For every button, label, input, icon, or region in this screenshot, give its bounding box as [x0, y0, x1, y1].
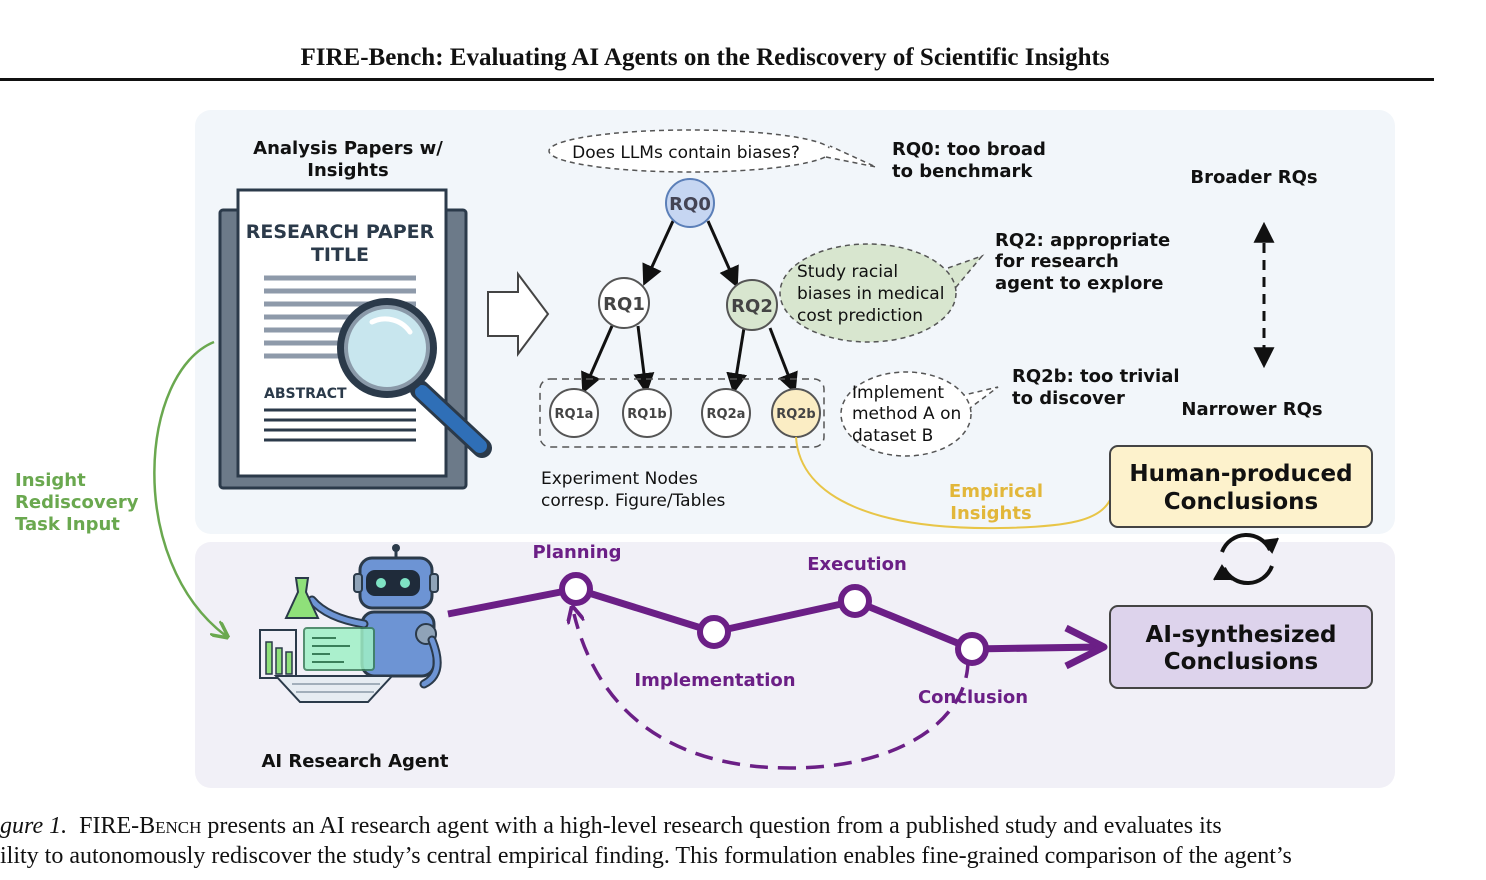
experiment-label-line1: Experiment Nodes [541, 469, 698, 489]
narrower-rqs-label: Narrower RQs [1181, 399, 1322, 420]
rq2-note-line1: RQ2: appropriate [995, 230, 1170, 251]
rq2b-label: RQ2b [776, 407, 815, 422]
ai-box-line2: Conclusions [1164, 649, 1318, 675]
pipeline-arrowhead [1064, 624, 1108, 670]
experiment-label-line2: corresp. Figure/Tables [541, 491, 726, 511]
rq2a-label: RQ2a [707, 407, 746, 422]
rq2-note-line3: agent to explore [995, 273, 1164, 294]
rq2-label: RQ2 [731, 296, 773, 317]
paper-title-line1: RESEARCH PAPER [246, 221, 435, 243]
rq0-note-line1: RQ0: too broad [892, 139, 1046, 160]
paper-title-line2: TITLE [311, 244, 369, 266]
rq2b-note-line1: RQ2b: too trivial [1012, 366, 1180, 387]
conclusion-node [955, 632, 989, 666]
robot-agent-illustration: AI Research Agent [259, 544, 449, 772]
broader-rqs-label: Broader RQs [1190, 167, 1317, 188]
iteration-loop-arrow [574, 614, 970, 770]
execution-node [838, 584, 872, 618]
caption-name: FIRE-Bench [79, 813, 202, 839]
tree-edges [581, 220, 798, 395]
rq1-label: RQ1 [603, 294, 645, 315]
paper-abstract-lines [264, 408, 416, 442]
rq0-note-line2: to benchmark [892, 161, 1033, 182]
insight-input-line1: Insight [15, 470, 86, 491]
rq0-node: RQ0 [665, 178, 715, 228]
root-question-text: Does LLMs contain biases? [572, 143, 800, 163]
human-box-line2: Conclusions [1164, 489, 1318, 515]
header-rule [0, 78, 1434, 81]
rq2-node: RQ2 [726, 279, 778, 331]
rq2b-speech-bubble: Implement method A on dataset B [840, 371, 999, 457]
rq2b-bubble-line1: Implement [852, 383, 944, 403]
insight-input-line3: Task Input [15, 514, 120, 535]
rq2-note-line2: for research [995, 251, 1119, 272]
insight-input-line2: Rediscovery [15, 492, 139, 513]
caption-line2: ility to autonomously rediscover the stu… [0, 843, 1292, 869]
conclusion-label: Conclusion [918, 687, 1028, 708]
planning-node [559, 572, 593, 606]
rq2-bubble-line3: cost prediction [797, 306, 923, 326]
caption-line1-text: presents an AI research agent with a hig… [207, 813, 1222, 839]
compare-sync-icon [1213, 532, 1279, 586]
rq1b-label: RQ1b [627, 407, 666, 422]
magnifier-icon [337, 298, 492, 458]
rq2-bubble-line2: biases in medical [797, 284, 944, 304]
rq2b-note-line2: to discover [1012, 388, 1125, 409]
transition-arrow-icon [487, 271, 550, 357]
human-box-line1: Human-produced [1129, 461, 1352, 487]
page-header-title: FIRE-Bench: Evaluating AI Agents on the … [300, 44, 1110, 71]
empirical-label-line1: Empirical [949, 481, 1043, 502]
rq2b-bubble-line2: method A on [852, 404, 961, 424]
rq2a-node: RQ2a [701, 388, 751, 438]
insight-input-arrow [153, 340, 226, 636]
pipeline-path [447, 585, 1101, 653]
ai-conclusions-box: AI-synthesized Conclusions [1109, 605, 1373, 689]
root-question-bubble: Does LLMs contain biases? [548, 129, 877, 173]
empirical-insights-curve [795, 436, 1111, 530]
implementation-node [697, 615, 731, 649]
rq1a-node: RQ1a [549, 388, 599, 438]
caption-label: gure 1. [0, 813, 68, 839]
caption-line1: gure 1. FIRE-Bench presents an AI resear… [0, 811, 1434, 841]
paper-heading-line2: Insights [307, 160, 388, 181]
rq2b-bubble-line3: dataset B [852, 426, 933, 446]
rq2-speech-bubble: Study racial biases in medical cost pred… [779, 243, 985, 343]
top-panel [195, 110, 1395, 534]
paper-heading-line1: Analysis Papers w/ [253, 138, 443, 159]
agent-label: AI Research Agent [261, 751, 448, 772]
rq2b-node: RQ2b [771, 388, 821, 438]
rq0-label: RQ0 [669, 194, 711, 215]
agent-pipeline: Planning Implementation Execution Conclu… [447, 542, 1108, 770]
ai-box-line1: AI-synthesized [1146, 622, 1337, 648]
empirical-label-line2: Insights [950, 503, 1031, 524]
execution-label: Execution [807, 554, 907, 575]
rq2-bubble-line1: Study racial [797, 262, 898, 282]
implementation-label: Implementation [634, 670, 795, 691]
rq1b-node: RQ1b [622, 388, 672, 438]
experiment-nodes-box [539, 378, 825, 448]
human-conclusions-box: Human-produced Conclusions [1109, 445, 1373, 528]
figure-caption: gure 1. FIRE-Bench presents an AI resear… [0, 811, 1434, 871]
paper-abstract-label: ABSTRACT [264, 386, 347, 402]
rq1-node: RQ1 [598, 277, 650, 329]
planning-label: Planning [532, 542, 621, 563]
rq1a-label: RQ1a [555, 407, 594, 422]
research-paper-illustration: Analysis Papers w/ Insights RESEARCH PAP… [218, 138, 492, 490]
